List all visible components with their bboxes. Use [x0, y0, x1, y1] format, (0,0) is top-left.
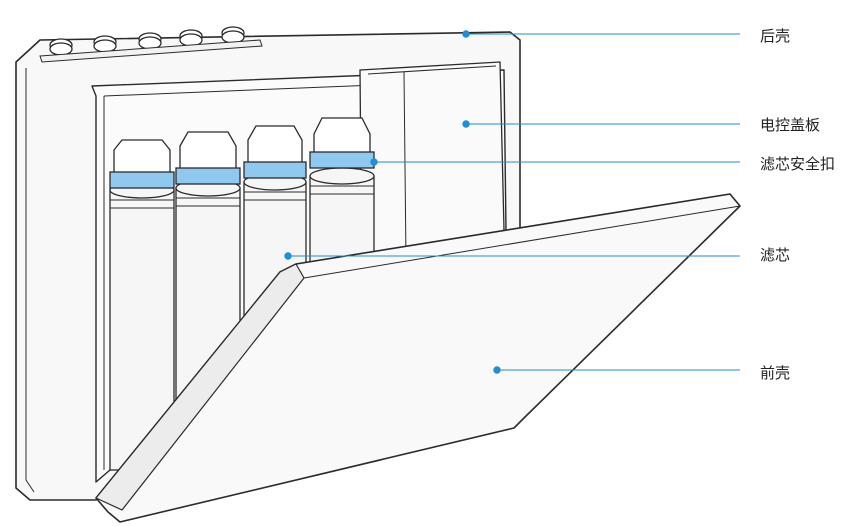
leader-front-shell-dot — [493, 366, 501, 374]
leader-lines — [284, 30, 740, 374]
label-filter: 滤芯 — [760, 246, 791, 264]
label-front-shell: 前壳 — [760, 364, 791, 382]
leader-back-shell-dot — [462, 30, 470, 38]
leader-control-panel-dot — [462, 120, 470, 128]
front-shell — [95, 193, 741, 523]
label-control-panel: 电控盖板 — [760, 116, 821, 134]
leader-filter-clip-dot — [370, 158, 378, 166]
label-filter-clip: 滤芯安全扣 — [760, 155, 836, 173]
top-fittings — [39, 26, 263, 63]
leader-filter-dot — [284, 252, 292, 260]
label-back-shell: 后壳 — [760, 27, 791, 45]
